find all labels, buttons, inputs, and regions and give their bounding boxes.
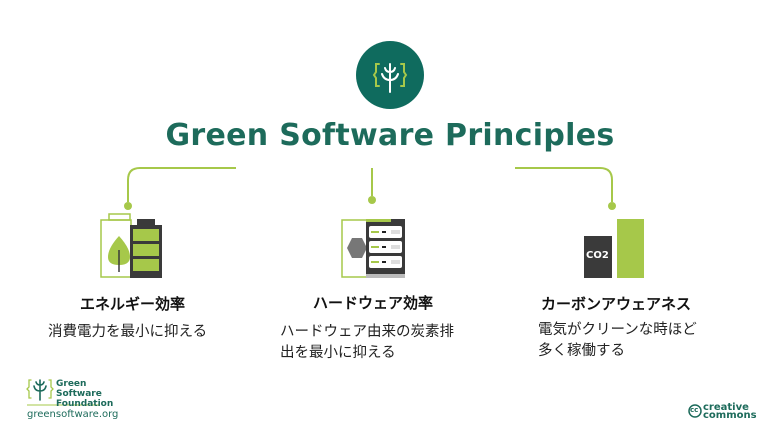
co2-label: CO2 <box>586 250 609 261</box>
principle-heading-hardware: ハードウェア効率 <box>313 294 434 312</box>
server-icon <box>341 219 405 278</box>
gsf-logo-text: Green Software Foundation <box>56 379 114 409</box>
principle-desc-energy: 消費電力を最小に抑える <box>48 324 208 340</box>
principle-desc-carbon: 電気がクリーンな時ほど 多く稼働する <box>538 322 697 359</box>
footer-url[interactable]: greensoftware.org <box>27 409 119 420</box>
cc-mark: cc <box>690 406 699 414</box>
creative-commons-logo: creative commons <box>703 402 757 421</box>
gsf-logo-icon <box>26 379 54 401</box>
sprout-logo-icon <box>372 63 408 93</box>
principle-heading-energy: エネルギー効率 <box>80 295 186 313</box>
page-title: Green Software Principles <box>165 118 615 153</box>
principle-desc-hardware: ハードウェア由来の炭素排 出を最小に抑える <box>280 324 454 361</box>
co2-bars-icon <box>584 219 644 278</box>
cc-icon <box>688 404 702 418</box>
battery-leaf-icon <box>100 213 162 278</box>
principle-heading-carbon: カーボンアウェアネス <box>541 295 692 313</box>
